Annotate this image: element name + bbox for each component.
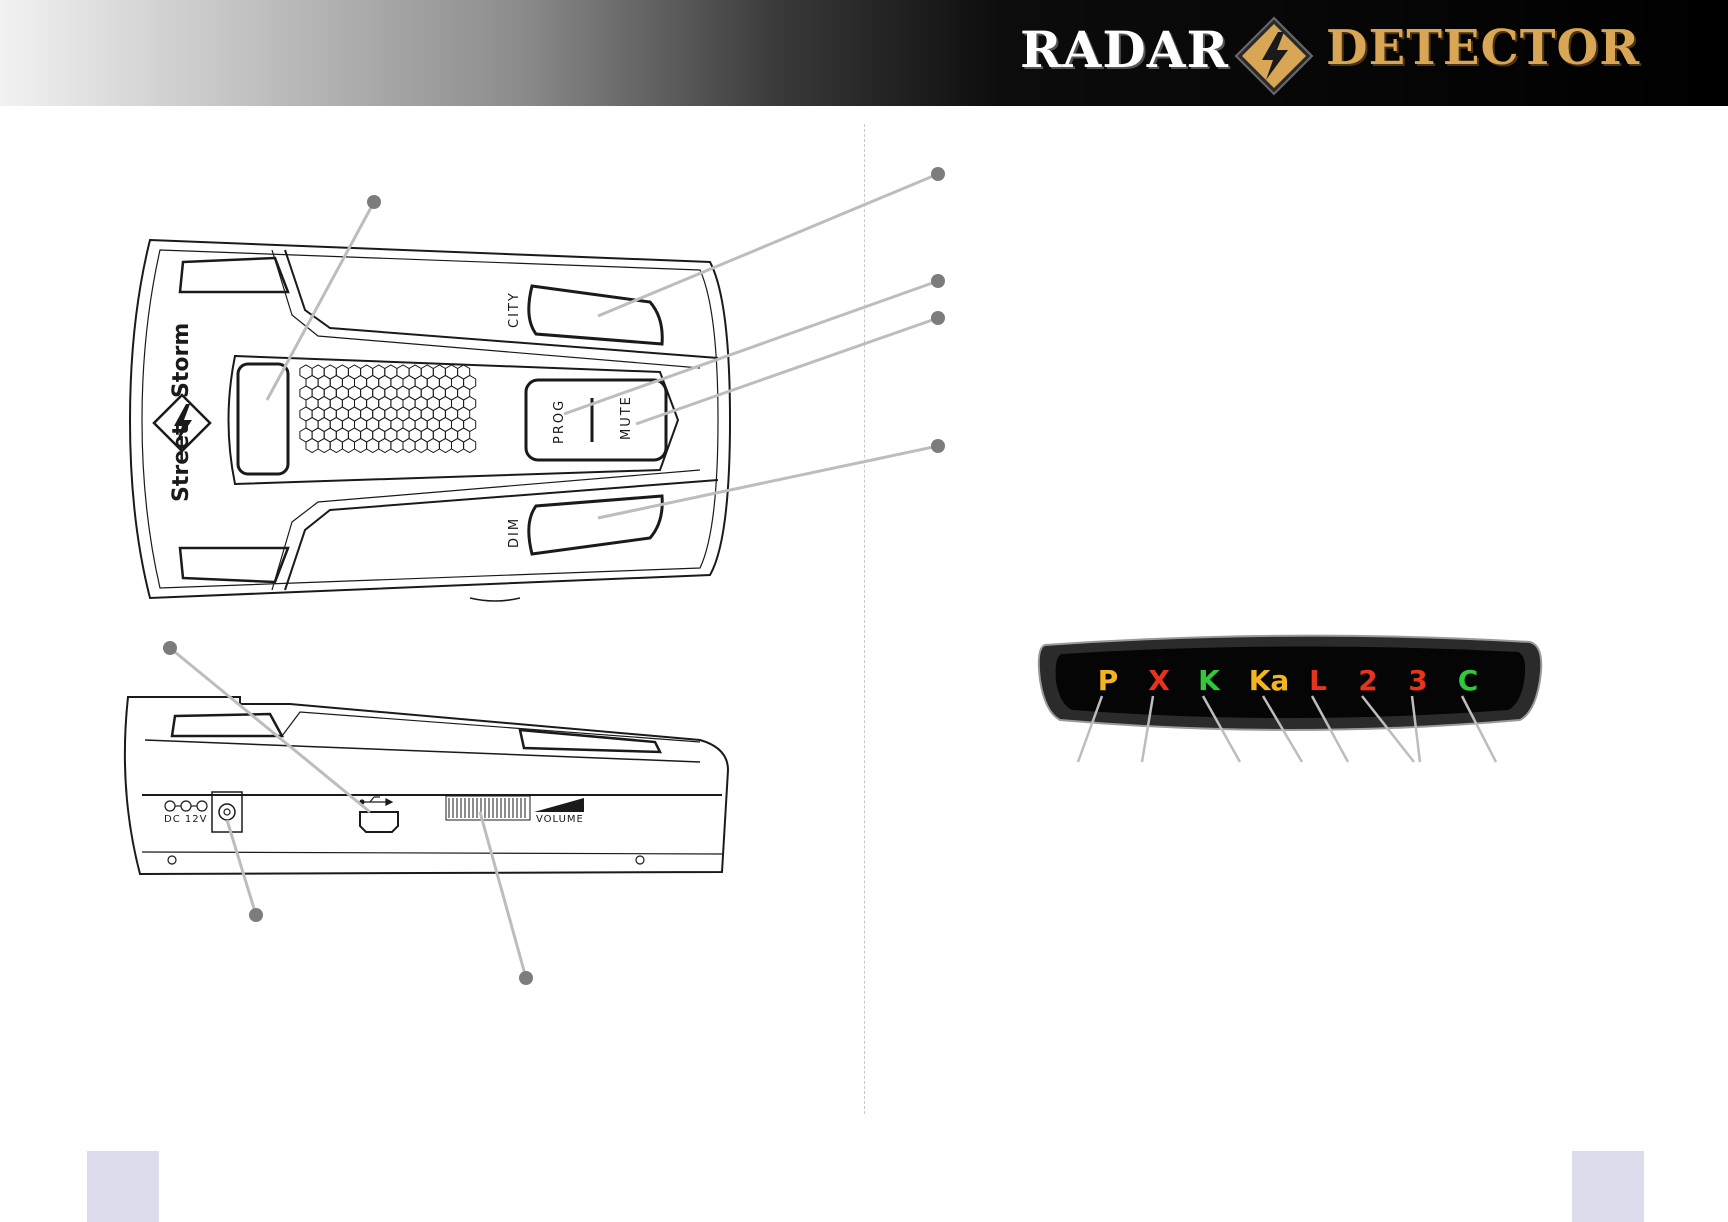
power-jack: [211, 791, 243, 833]
callout-dot: [163, 641, 177, 655]
volume-wheel: [445, 795, 531, 821]
label-mute: MUTE: [619, 395, 634, 440]
power-symbol: [164, 800, 208, 812]
bottom-ridge-inner: [271, 469, 701, 591]
callout-dot: [931, 274, 945, 288]
indicator-k: K: [1198, 664, 1221, 697]
prog-mute-button: [524, 378, 668, 462]
display-screen: [1055, 646, 1526, 718]
indicator-callout-line: [1410, 695, 1422, 763]
top-view-inner-outline: [141, 249, 719, 589]
indicator-callout-line: [1261, 695, 1304, 763]
indicator-x: X: [1148, 664, 1170, 697]
side-view: [123, 696, 730, 876]
top-view: [128, 238, 732, 602]
rear-button: [236, 362, 290, 476]
volume-wheel-edge: [469, 597, 521, 602]
usb-port: [359, 811, 399, 833]
lightning-diamond-icon: [1234, 16, 1314, 96]
display-callout-lines: [1076, 695, 1498, 763]
side-ridge: [281, 711, 701, 743]
label-dc-12v: DC 12V: [164, 814, 207, 825]
side-button: [518, 728, 663, 754]
indicator-l: L: [1309, 664, 1327, 697]
brand-line-street: Street: [169, 424, 194, 502]
volume-ramp: [534, 798, 584, 812]
callout-dot: [931, 167, 945, 181]
page-header-banner: RADAR DETECTOR: [0, 0, 1728, 106]
indicator-ka: Ka: [1249, 664, 1290, 697]
indicator-callout-line: [1140, 695, 1155, 763]
callout-dots: [163, 167, 945, 985]
callout-lines: [169, 172, 939, 979]
bottom-vent: [178, 546, 290, 584]
header-title-detector: DETECTOR: [1326, 20, 1641, 76]
indicator-callout-line: [1460, 695, 1498, 763]
page-tab-left: [87, 1151, 159, 1222]
indicator-callout-line: [1201, 695, 1242, 763]
label-volume: VOLUME: [536, 814, 584, 825]
center-panel: [227, 354, 680, 486]
page-divider: [864, 124, 865, 1114]
street-storm-logo: Street Storm: [152, 323, 212, 502]
label-city: CITY: [507, 291, 522, 328]
indicator-c: C: [1458, 664, 1479, 697]
top-ridge-inner: [271, 249, 701, 369]
label-dim: DIM: [507, 517, 522, 548]
callout-dot: [249, 908, 263, 922]
callout-dot: [367, 195, 381, 209]
indicator-p: P: [1098, 664, 1119, 697]
side-view-upper-line: [144, 739, 701, 763]
callout-dot: [931, 311, 945, 325]
indicator-callout-line: [1076, 695, 1104, 763]
bottom-ridge: [284, 479, 719, 591]
callout-dot: [931, 439, 945, 453]
grill-cell: [463, 437, 477, 454]
side-view-body: [123, 696, 730, 876]
side-view-base-line: [141, 851, 723, 855]
indicator-callout-line: [1361, 695, 1415, 763]
top-vent: [178, 256, 290, 294]
callout-dot: [519, 971, 533, 985]
top-ridge: [284, 249, 719, 359]
indicator-3: 3: [1408, 664, 1427, 697]
brand-line-storm: Storm: [169, 323, 194, 398]
label-prog: PROG: [552, 399, 567, 444]
page-tab-right: [1572, 1151, 1644, 1222]
indicator-2: 2: [1358, 664, 1377, 697]
city-button: [527, 284, 664, 346]
speaker-grill: [299, 364, 477, 454]
volume-wheel-outline: [445, 795, 531, 821]
dim-button: [527, 494, 664, 556]
header-title-radar: RADAR: [1020, 20, 1230, 79]
indicator-callout-line: [1310, 695, 1350, 763]
